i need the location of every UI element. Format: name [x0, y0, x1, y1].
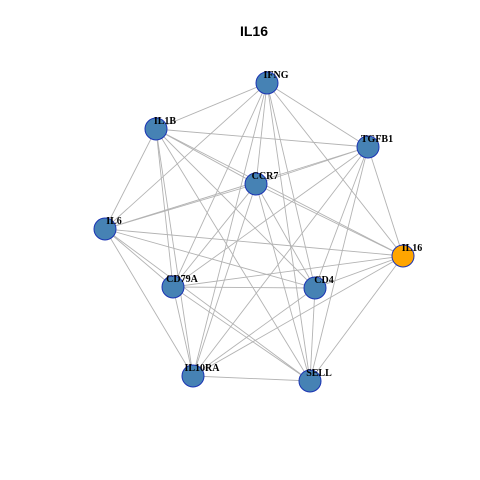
node-il6: [93, 217, 117, 241]
node-label-ccr7: CCR7: [252, 171, 279, 182]
edge-layer: [104, 82, 404, 382]
edge-ccr7-il6: [104, 183, 257, 230]
node-label-tgfb1: TGFB1: [361, 134, 393, 145]
node-sell: [298, 369, 322, 393]
edge-cd79a-il10ra: [172, 286, 194, 377]
edge-il6-cd4: [104, 228, 316, 289]
edge-il1b-il16: [155, 128, 404, 257]
edge-ifng-ccr7: [255, 82, 268, 185]
edge-il16-cd79a: [172, 255, 404, 288]
node-layer: [93, 71, 415, 393]
edge-tgfb1-cd79a: [172, 146, 369, 288]
edge-il16-sell: [309, 255, 404, 382]
edge-il10ra-sell: [192, 375, 311, 382]
node-cd79a: [161, 275, 185, 299]
edge-tgfb1-il16: [367, 146, 404, 257]
edge-il16-cd4: [314, 255, 404, 289]
edge-ifng-tgfb1: [266, 82, 369, 148]
edge-tgfb1-sell: [309, 146, 369, 382]
edge-il1b-tgfb1: [155, 128, 369, 148]
node-label-il10ra: IL10RA: [184, 363, 220, 374]
node-label-il16: IL16: [402, 243, 423, 254]
edge-tgfb1-il10ra: [192, 146, 369, 377]
edge-il16-il10ra: [192, 255, 404, 377]
edge-il1b-ccr7: [155, 128, 257, 185]
edge-ccr7-cd79a: [172, 183, 257, 288]
edge-tgfb1-cd4: [314, 146, 369, 289]
node-label-il1b: IL1B: [154, 116, 177, 127]
node-label-ifng: IFNG: [264, 70, 289, 81]
edge-ifng-cd4: [266, 82, 316, 289]
node-cd4: [303, 276, 327, 300]
edge-ifng-il10ra: [192, 82, 268, 377]
edge-ifng-il6: [104, 82, 268, 230]
edge-il6-sell: [104, 228, 311, 382]
edge-il6-il10ra: [104, 228, 194, 377]
node-ccr7: [244, 172, 268, 196]
edge-cd4-il10ra: [192, 287, 316, 377]
edge-ccr7-sell: [255, 183, 311, 382]
node-il1b: [144, 117, 168, 141]
node-tgfb1: [356, 135, 380, 159]
edge-cd4-sell: [309, 287, 316, 382]
edge-il1b-il10ra: [155, 128, 194, 377]
edge-ifng-il16: [266, 82, 404, 257]
edge-il6-cd79a: [104, 228, 174, 288]
edge-tgfb1-il6: [104, 146, 369, 230]
edge-ifng-il1b: [155, 82, 268, 130]
edge-ccr7-il16: [255, 183, 404, 257]
node-label-cd4: CD4: [314, 275, 333, 286]
edge-ifng-sell: [266, 82, 311, 382]
node-label-cd79a: CD79A: [166, 274, 198, 285]
node-label-il6: IL6: [106, 216, 122, 227]
diagram-title: IL16: [240, 23, 268, 39]
edge-il1b-cd79a: [155, 128, 174, 288]
edge-cd79a-sell: [172, 286, 311, 382]
node-label-sell: SELL: [306, 368, 332, 379]
node-ifng: [255, 71, 279, 95]
node-il10ra: [181, 364, 205, 388]
edge-il6-il16: [104, 228, 404, 257]
edge-il1b-cd4: [155, 128, 316, 289]
node-il16: [391, 244, 415, 268]
edge-cd79a-cd4: [172, 286, 316, 289]
edge-ifng-cd79a: [172, 82, 268, 288]
edge-il1b-il6: [104, 128, 157, 230]
edge-ccr7-cd4: [255, 183, 316, 289]
